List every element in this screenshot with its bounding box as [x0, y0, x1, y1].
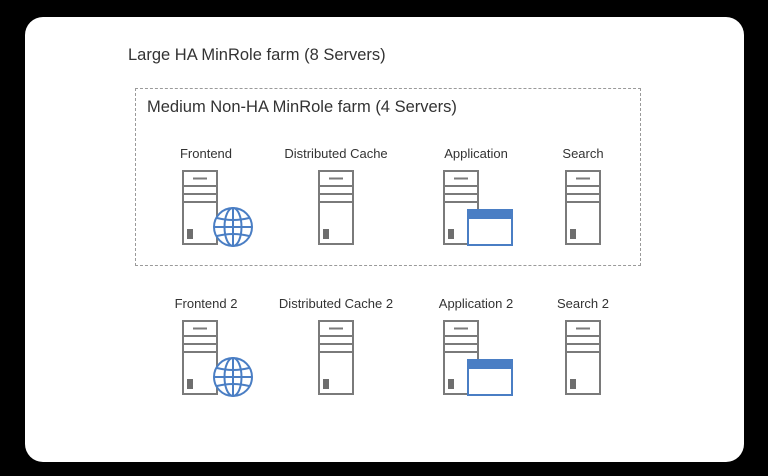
diagram-card — [25, 17, 744, 462]
server-label: Search — [562, 146, 604, 161]
server-icon — [565, 320, 601, 395]
server-label: Frontend — [179, 146, 233, 161]
globe-icon — [212, 206, 254, 248]
medium-farm-boundary — [135, 88, 641, 266]
medium-farm-title: Medium Non-HA MinRole farm (4 Servers) — [147, 98, 457, 116]
server-icon — [565, 170, 601, 245]
window-icon — [467, 209, 513, 246]
server-label: Application — [444, 146, 508, 161]
globe-icon — [212, 356, 254, 398]
server-label: Search 2 — [556, 296, 610, 311]
server-label: Application 2 — [438, 296, 514, 311]
server-label: Distributed Cache — [284, 146, 388, 161]
window-icon — [467, 359, 513, 396]
server-icon — [318, 320, 354, 395]
large-farm-title: Large HA MinRole farm (8 Servers) — [128, 46, 386, 64]
server-label: Frontend 2 — [174, 296, 238, 311]
server-icon — [318, 170, 354, 245]
server-label: Distributed Cache 2 — [278, 296, 394, 311]
